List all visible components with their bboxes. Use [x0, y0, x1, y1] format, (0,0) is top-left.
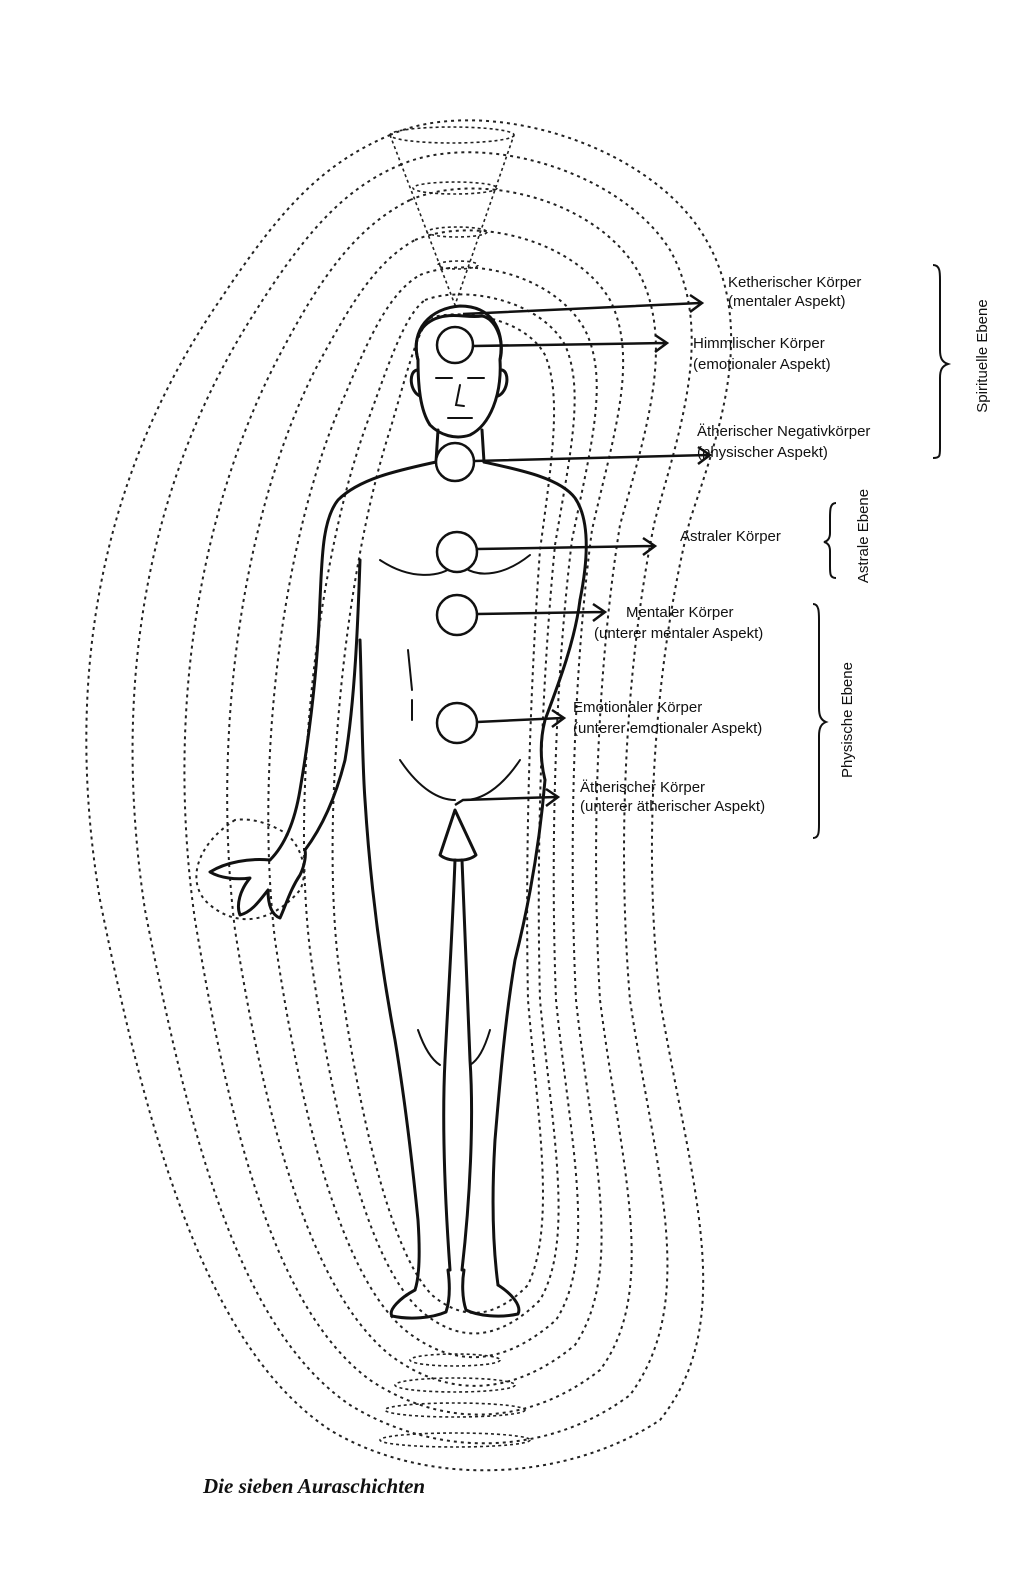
label-layer-3-line2: (physischer Aspekt)	[697, 444, 828, 461]
group-braces	[812, 264, 952, 839]
arrow-layer-5	[476, 602, 608, 622]
group-label-astral: Astrale Ebene	[855, 489, 872, 583]
brace-astral	[823, 502, 837, 579]
chakra-throat	[434, 441, 476, 483]
label-layer-1-line2: (mentaler Aspekt)	[728, 293, 846, 310]
layer-labels: Ketherischer Körper (mentaler Aspekt) Hi…	[573, 274, 870, 815]
aura-hand-outline	[195, 818, 305, 921]
right-foot	[461, 1268, 521, 1318]
aura-outline-1	[331, 313, 556, 1314]
aura-outline-5	[183, 187, 657, 1416]
chakra-heart	[435, 530, 479, 574]
chakra-solar-plexus	[435, 593, 479, 637]
aura-outline-3	[267, 266, 598, 1359]
label-layer-7-line2: (unterer ätherischer Aspekt)	[580, 798, 765, 815]
aura-outline-6	[131, 151, 693, 1445]
label-layer-6-line1: Emotionaler Körper	[573, 699, 702, 716]
label-layer-5-line2: (unterer mentaler Aspekt)	[594, 625, 763, 642]
arrow-layer-3	[473, 445, 713, 465]
label-layer-2-line1: Himmlischer Körper	[693, 335, 825, 352]
root-cone	[438, 808, 478, 862]
group-label-physical: Physische Ebene	[839, 662, 856, 778]
aura-outline-4	[226, 229, 625, 1387]
arrow-layer-2	[472, 333, 670, 353]
torso-outline	[268, 460, 438, 862]
crown-cone	[389, 126, 515, 308]
brace-physical	[812, 603, 829, 839]
chakra-crown	[435, 325, 475, 365]
arrow-layer-4	[476, 536, 658, 556]
label-layer-4-line1: Astraler Körper	[680, 528, 781, 545]
label-layer-1-line1: Ketherischer Körper	[728, 274, 861, 291]
group-label-spiritual: Spirituelle Ebene	[974, 299, 991, 412]
label-layer-2-line2: (emotionaler Aspekt)	[693, 356, 831, 373]
ground-rings	[379, 1353, 531, 1448]
head	[414, 304, 503, 439]
arrow-layer-1	[462, 293, 705, 316]
label-layer-3-line1: Ätherischer Negativkörper	[697, 423, 870, 440]
left-foot	[389, 1268, 451, 1320]
chakra-sacral	[435, 701, 479, 745]
hand	[208, 848, 307, 920]
brace-spiritual	[932, 264, 952, 459]
human-figure	[208, 304, 588, 1320]
label-layer-7-line1: Ätherischer Körper	[580, 779, 705, 796]
pointer-arrows	[454, 293, 713, 807]
figure-caption: Die sieben Auraschichten	[202, 1474, 425, 1498]
aura-outline-7	[85, 119, 733, 1472]
aura-outlines	[85, 119, 733, 1472]
label-layer-5-line1: Mentaler Körper	[626, 604, 734, 621]
arrow-layer-7	[454, 787, 561, 807]
label-layer-6-line2: (unterer emotionaler Aspekt)	[573, 720, 762, 737]
arrow-layer-6	[476, 708, 567, 728]
chakras	[434, 325, 479, 745]
